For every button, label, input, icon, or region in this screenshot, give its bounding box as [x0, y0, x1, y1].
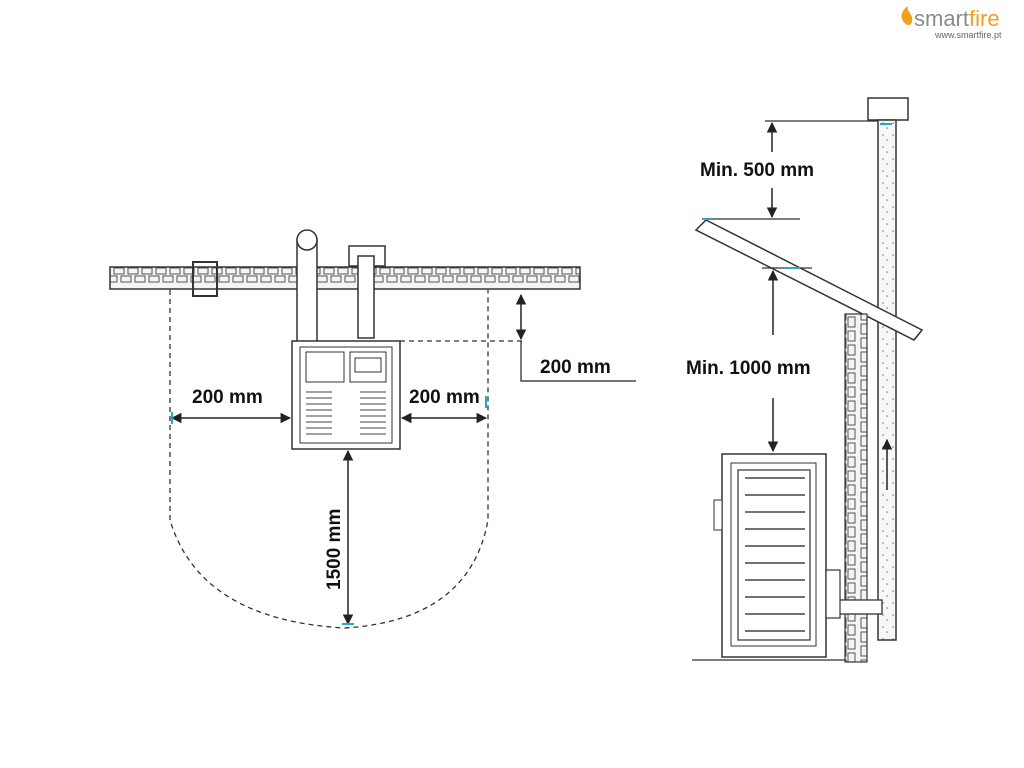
- stove-top-view: [291, 340, 401, 450]
- clearance-zone-outline: [169, 290, 489, 629]
- logo-brand-main: smart: [914, 6, 969, 31]
- rear-label-leader: [520, 341, 636, 382]
- chimney-cap: [867, 97, 909, 121]
- flame-icon: [901, 6, 913, 26]
- roof-slope: [694, 219, 924, 341]
- flue-pipe-square: [348, 245, 386, 339]
- logo-url: www.smartfire.pt: [934, 30, 1002, 40]
- brand-logo: smartfire www.smartfire.pt: [901, 6, 1002, 40]
- svg-text:smartfire: smartfire: [914, 6, 1000, 31]
- rear-clearance-label: 200 mm: [540, 357, 611, 378]
- measurement-markers: [171, 396, 487, 625]
- logo-brand-accent: fire: [969, 6, 1000, 31]
- right-clearance-label: 200 mm: [409, 387, 480, 408]
- min-1000-label: Min. 1000 mm: [686, 358, 811, 379]
- side-view: Min. 500 mm Min. 1000 mm: [686, 97, 924, 663]
- flue-pipe-round: [296, 229, 318, 346]
- side-measurement-markers: [702, 123, 892, 269]
- min-500-label: Min. 500 mm: [700, 160, 814, 181]
- wall-bracket: [192, 261, 218, 297]
- flue-connection: [837, 599, 883, 615]
- stove-side-view: [713, 453, 841, 658]
- left-clearance-label: 200 mm: [192, 387, 263, 408]
- rear-wall: [109, 266, 581, 290]
- side-brick-wall: [844, 313, 868, 663]
- chimney-flue: [877, 119, 897, 641]
- plan-view: 200 mm 200 mm 200 mm 1500 mm: [109, 229, 636, 629]
- front-clearance-label: 1500 mm: [324, 509, 345, 590]
